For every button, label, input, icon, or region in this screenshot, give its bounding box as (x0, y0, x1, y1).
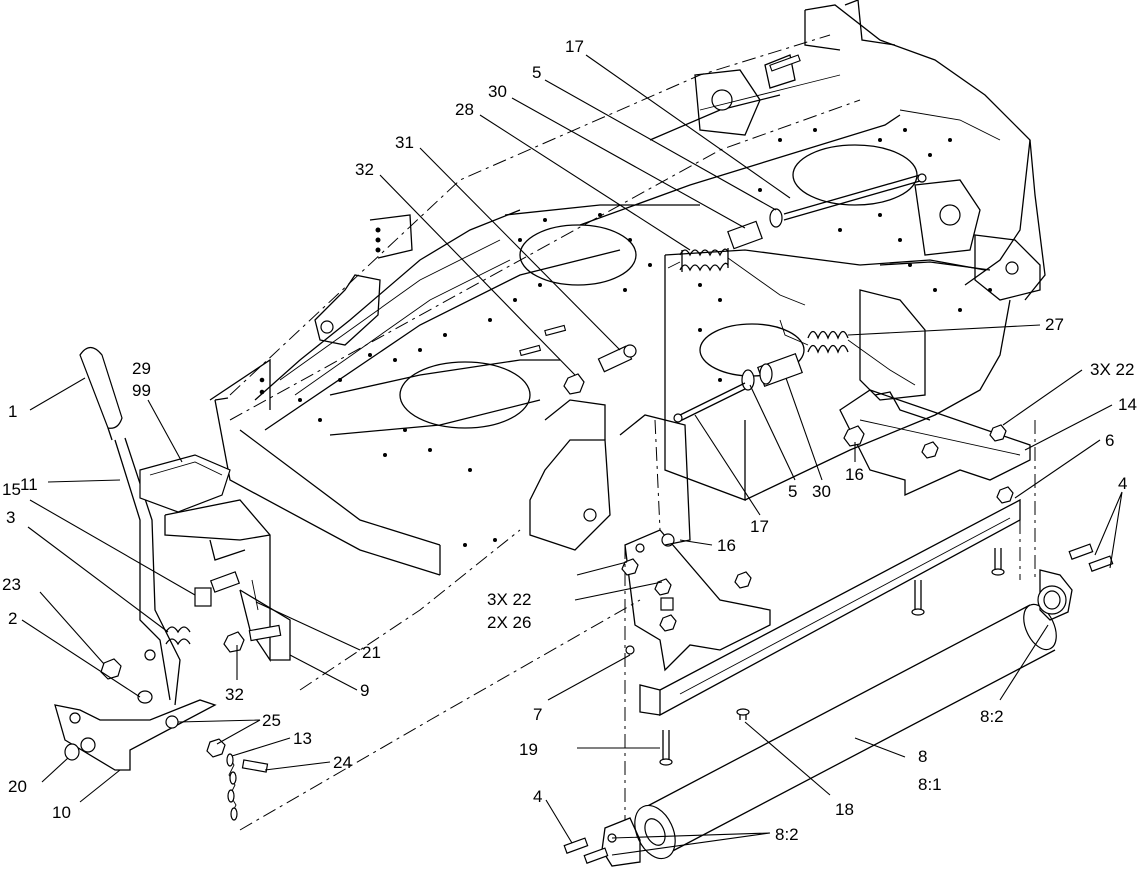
callout-15: 15 (2, 480, 21, 499)
callout-3: 3 (6, 508, 15, 527)
callout-5-lower: 5 (788, 482, 797, 501)
roller-assembly (563, 389, 1114, 867)
callout-5-upper: 5 (532, 63, 541, 82)
callout-6: 6 (1105, 431, 1114, 450)
callout-8-1: 8:1 (918, 775, 942, 794)
callout-8: 8 (918, 747, 927, 766)
callout-17-upper: 17 (565, 37, 584, 56)
callout-16-lower: 16 (717, 536, 736, 555)
spring-assembly-upper (563, 173, 927, 395)
callout-7: 7 (533, 705, 542, 724)
callout-31: 31 (395, 133, 414, 152)
callout-2: 2 (8, 609, 17, 628)
callout-14: 14 (1118, 395, 1137, 414)
callout-21: 21 (362, 643, 381, 662)
callout-labels: 1 11 29 99 15 3 23 2 21 32 9 25 13 24 20… (2, 37, 1137, 844)
callout-27: 27 (1045, 315, 1064, 334)
callout-99: 99 (132, 381, 151, 400)
callout-20: 20 (8, 777, 27, 796)
spring-assembly-lower (673, 319, 916, 423)
callout-17-lower: 17 (750, 517, 769, 536)
callout-23: 23 (2, 575, 21, 594)
callout-8-2-right: 8:2 (980, 707, 1004, 726)
lever-assembly (54, 346, 641, 831)
callout-29: 29 (132, 359, 151, 378)
callout-4-right: 4 (1118, 474, 1127, 493)
callout-13: 13 (293, 729, 312, 748)
mower-deck (209, 0, 1046, 576)
callout-10: 10 (52, 803, 71, 822)
callout-19: 19 (519, 740, 538, 759)
callout-24: 24 (333, 753, 352, 772)
callout-32-upper: 32 (355, 160, 374, 179)
callout-4-left: 4 (533, 787, 542, 806)
deck-holes (298, 128, 992, 547)
callout-2x26: 2X 26 (487, 613, 531, 632)
callout-30-upper: 30 (488, 82, 507, 101)
callout-16-upper: 16 (845, 465, 864, 484)
callout-28: 28 (455, 100, 474, 119)
callout-30-lower: 30 (812, 482, 831, 501)
callout-9: 9 (360, 681, 369, 700)
callout-11: 11 (20, 475, 38, 494)
callout-1: 1 (8, 402, 17, 421)
callout-3x22-right: 3X 22 (1090, 360, 1134, 379)
callout-8-2-left: 8:2 (775, 825, 799, 844)
callout-32-lower: 32 (225, 685, 244, 704)
callout-3x22-left: 3X 22 (487, 590, 531, 609)
callout-25: 25 (262, 711, 281, 730)
leader-lines (21, 54, 1123, 856)
callout-18: 18 (835, 800, 854, 819)
